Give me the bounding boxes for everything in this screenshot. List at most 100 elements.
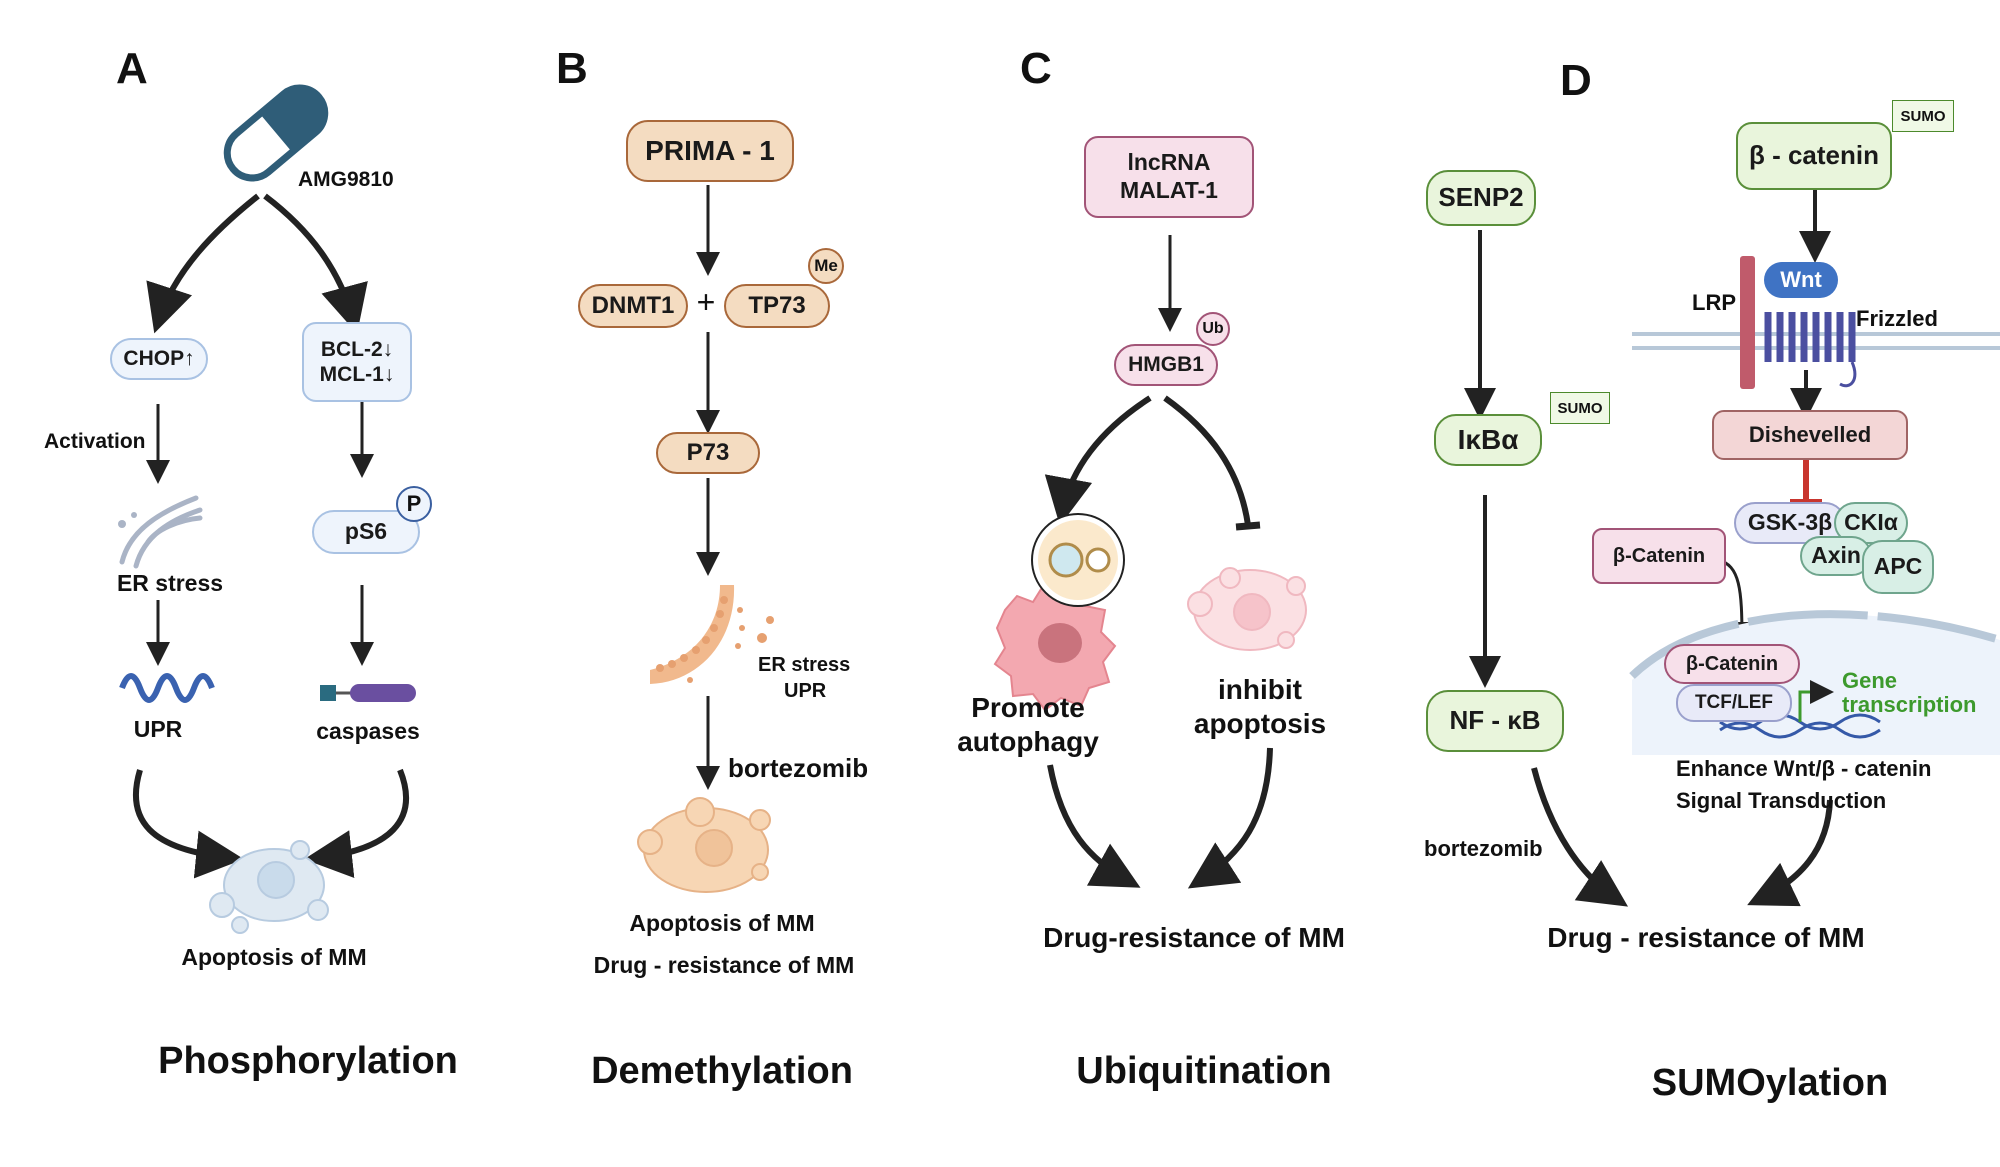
caspase-icon [320,684,416,702]
phospho-badge: P [396,486,432,522]
bcl2-label: BCL-2↓ [320,337,394,361]
inhibit-hmgb1-apoptosis [1163,395,1251,526]
promote-label: Promote [971,692,1085,723]
upr-label: UPR [133,716,183,742]
senp2-node: SENP2 [1426,170,1536,226]
lrp-receptor [1740,256,1755,389]
caption-ubiquitination: Ubiquitination [1076,1050,1332,1092]
chop-node: CHOP↑ [110,338,208,380]
apc-node: APC [1862,540,1934,594]
transcription-label: transcription [1842,692,1977,717]
tcf-lef-node: TCF/LEF [1676,684,1792,722]
arrow-autophagy-resistance [1047,764,1141,888]
bcl-mcl-node: BCL-2↓ MCL-1↓ [302,322,412,402]
dishevelled-label: Dishevelled [1748,421,1872,447]
wnt-node: Wnt [1764,262,1838,298]
arrow-drug-chop [146,193,260,334]
hmgb1-label: HMGB1 [1128,353,1204,377]
dnmt1-node: DNMT1 [578,284,688,328]
ikba-node: IκBα [1434,414,1542,466]
upr-wave-icon [119,673,215,703]
ub-label: Ub [1202,320,1224,337]
transcription-arrow [1798,680,1834,722]
wnt-label: Wnt [1780,266,1822,292]
caspases-label: caspases [316,718,420,744]
gene-label: Gene [1842,668,1898,693]
apoptosis-label-a: Apoptosis of MM [181,944,367,970]
upr-label-b: UPR [784,680,827,702]
sumo-tag-ikba: SUMO [1550,392,1610,424]
apoptosis-label-b: Apoptosis of MM [629,910,815,936]
inhibit-label: inhibit [1218,674,1302,705]
gsk3b-node: GSK-3β [1734,502,1846,544]
ub-badge: Ub [1196,312,1230,346]
beta-catenin-nuclear-label: β-Catenin [1685,653,1779,675]
panel-d-letter: D [1560,56,1592,105]
arrow-wnt-resistance [1747,799,1833,907]
lncrna-label: lncRNA [1127,149,1211,176]
ikba-label: IκBα [1457,424,1519,456]
apoptotic-cell-orange-icon [637,797,771,893]
enhance-label-1: Enhance Wnt/β - catenin [1676,756,1932,781]
inhibit-bar [1235,521,1261,531]
senp2-label: SENP2 [1438,182,1524,213]
er-stress-label: ER stress [116,570,224,596]
caption-sumoylation: SUMOylation [1651,1062,1889,1104]
arrow-upr-apoptosis [133,769,244,879]
arrow-drug-bcl [263,193,368,334]
bortezomib-label-b: bortezomib [728,753,869,783]
bortezomib-label-d: bortezomib [1424,836,1543,861]
nfkb-label: NF - κB [1449,705,1541,736]
enhance-label-2: Signal Transduction [1676,788,1887,813]
arrow-apoptosis-resistance [1187,747,1273,889]
p73-node: P73 [656,432,760,474]
prima-label: PRIMA - 1 [645,135,775,167]
apoptotic-cell-icon [209,840,329,934]
axin-label: Axin [1811,542,1861,569]
apoptosis-label-c: apoptosis [1193,708,1327,739]
autophagy-cell-icon [993,513,1125,712]
frizzled-label: Frizzled [1856,306,1938,331]
sumo-tag-label: SUMO [1557,399,1603,417]
ps6-label: pS6 [344,518,388,545]
arrow-nfkb-resistance [1531,767,1629,907]
panel-a-letter: A [116,44,148,93]
arrow-hmgb1-autophagy [1044,395,1152,526]
lncrna-node: lncRNA MALAT-1 [1084,136,1254,218]
drug-resistance-label-b: Drug - resistance of MM [593,952,855,978]
autophagy-label: autophagy [957,726,1099,757]
panel-b-letter: B [556,44,588,93]
caption-phosphorylation: Phosphorylation [158,1040,458,1082]
capsule-icon [223,84,329,182]
chop-label: CHOP↑ [123,347,195,371]
hmgb1-node: HMGB1 [1114,344,1218,386]
sumo-tag-bcat: SUMO [1892,100,1954,132]
nfkb-node: NF - κB [1426,690,1564,752]
apoptotic-cell-pink-icon [1187,567,1307,651]
er-orange-icon [650,585,774,684]
beta-catenin-mid-node: β-Catenin [1592,528,1726,584]
beta-catenin-nuclear-node: β-Catenin [1664,644,1800,684]
beta-catenin-top-node: β - catenin [1736,122,1892,190]
mcl1-label: MCL-1↓ [319,363,395,386]
tp73-label: TP73 [748,291,806,319]
er-stress-icon [118,495,203,569]
drug-label: AMG9810 [298,168,394,191]
phospho-label: P [406,491,422,516]
gsk3b-label: GSK-3β [1747,509,1833,536]
malat1-label: MALAT-1 [1120,177,1218,203]
ck1a-label: CKIα [1844,509,1898,536]
caption-demethylation: Demethylation [591,1050,853,1092]
tcf-lef-label: TCF/LEF [1694,691,1774,713]
sumo-tag-bcat-label: SUMO [1900,107,1946,125]
panel-c-letter: C [1020,44,1052,93]
plus-sign: + [696,284,716,320]
prima-node: PRIMA - 1 [626,120,794,182]
frizzled-receptor [1764,312,1857,388]
nuclear-envelope [1629,610,2000,679]
dnmt1-label: DNMT1 [591,291,675,319]
activation-label: Activation [44,430,146,453]
arrow-casp-apoptosis [304,768,410,878]
apc-label: APC [1873,553,1923,580]
